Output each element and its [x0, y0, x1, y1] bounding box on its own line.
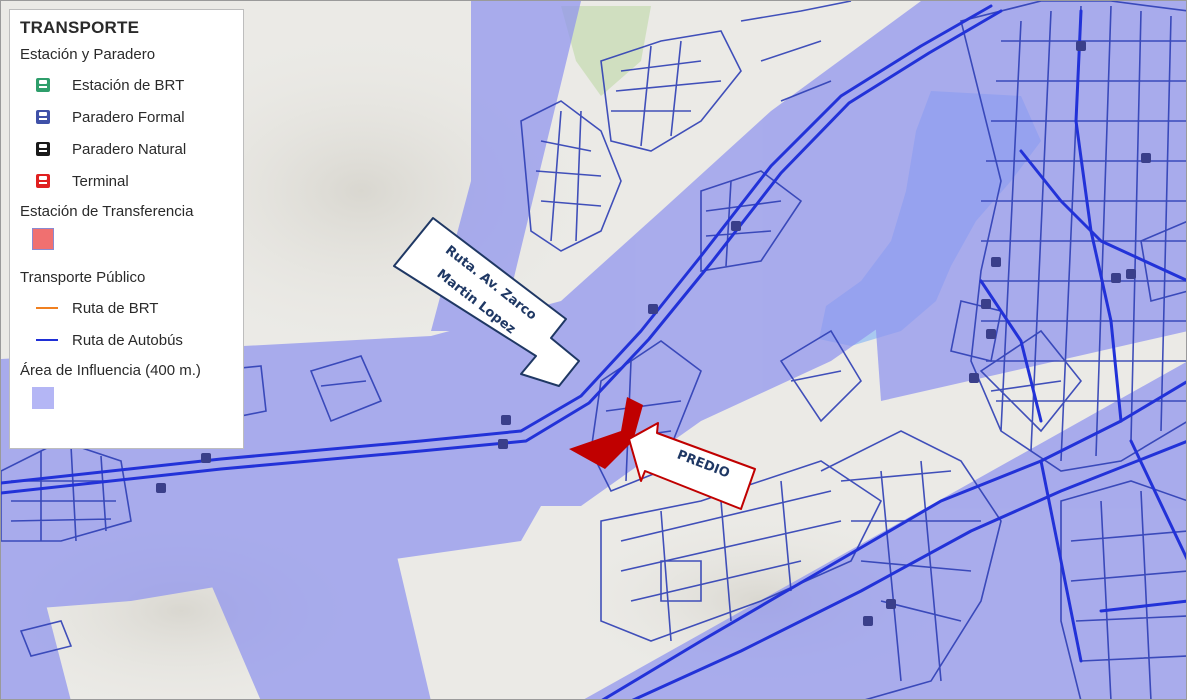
legend-item-brt-route: Ruta de BRT: [20, 292, 233, 324]
legend-label: Estación de BRT: [72, 76, 185, 94]
bus-stop-icon: [36, 174, 50, 188]
legend-panel: TRANSPORTE Estación y Paradero Estación …: [9, 9, 244, 449]
legend-label: Paradero Formal: [72, 108, 185, 126]
legend-item-formal-stop: Paradero Formal: [20, 101, 233, 133]
legend-item-terminal: Terminal: [20, 165, 233, 197]
predio-callout-arrow[interactable]: [628, 422, 756, 510]
bus-stop-icon: [36, 142, 50, 156]
bus-route-line-icon: [36, 339, 58, 341]
bus-route: [1, 4, 1186, 699]
legend-section-influence: Área de Influencia (400 m.): [20, 362, 201, 379]
legend-section-public: Transporte Público: [20, 269, 146, 286]
legend-title: TRANSPORTE: [20, 18, 140, 37]
legend-item-bus-route: Ruta de Autobús: [20, 324, 233, 356]
bus-stop-icon: [36, 110, 50, 124]
legend-label: Ruta de Autobús: [72, 331, 183, 349]
transfer-station-swatch: [32, 228, 54, 250]
influence-area-swatch: [32, 387, 54, 409]
bus-stop-markers: [156, 41, 1151, 626]
brt-route-line-icon: [36, 307, 58, 309]
bus-stop-icon: [36, 78, 50, 92]
legend-label: Paradero Natural: [72, 140, 187, 158]
legend-section-transfer: Estación de Transferencia: [20, 203, 194, 220]
legend-label: Terminal: [72, 172, 129, 190]
green-area: [561, 6, 651, 96]
legend-item-natural-stop: Paradero Natural: [20, 133, 233, 165]
legend-item-brt-station: Estación de BRT: [20, 69, 233, 101]
predio-parcel: [569, 397, 643, 469]
legend-label: Ruta de BRT: [72, 299, 159, 317]
legend-section-station: Estación y Paradero: [20, 46, 156, 63]
route-callout-arrow[interactable]: [393, 217, 580, 387]
